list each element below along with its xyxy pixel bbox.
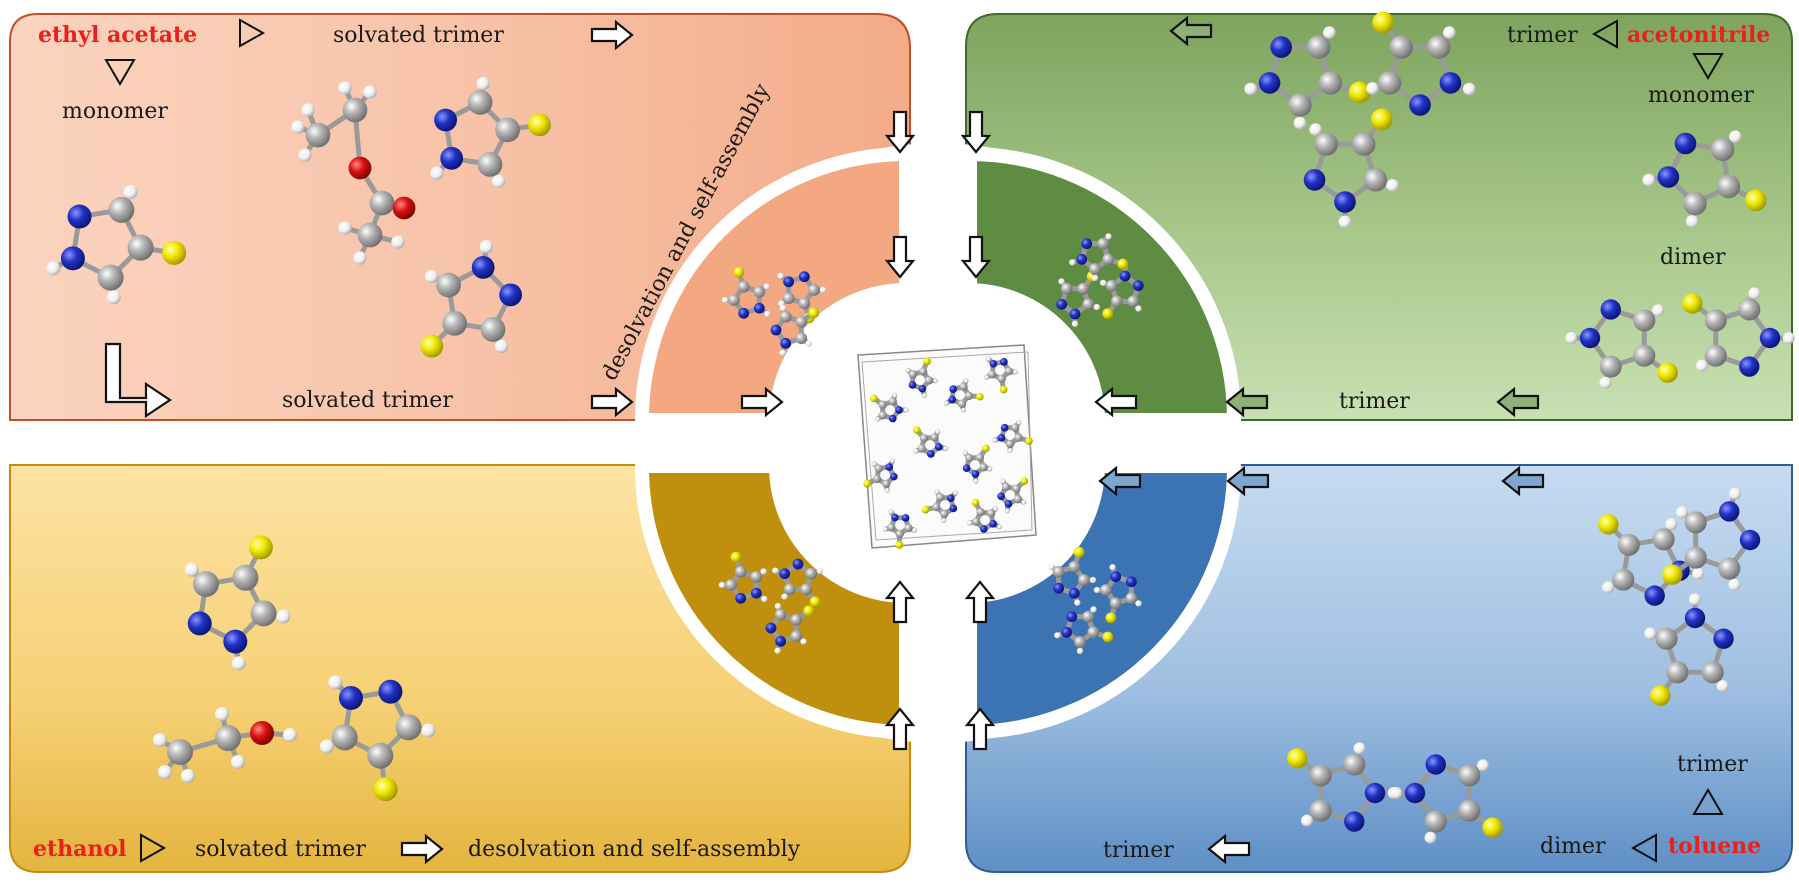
label-solvated-trimer: solvated trimer (195, 837, 366, 862)
arrow-down (884, 235, 916, 279)
dimer-tol-1 (1287, 742, 1400, 832)
ring-ethyl-bottom (420, 240, 522, 358)
triangle-left-acetonitrile (1591, 19, 1618, 49)
crystal-molecule (967, 498, 1003, 533)
ring-tol-3 (1644, 593, 1734, 706)
solvent-ethyl-acetate: ethyl acetate (38, 22, 197, 48)
ring-tol-2 (1662, 487, 1761, 591)
sector-yellow-ring-1 (718, 551, 768, 604)
process-arrows (104, 15, 1545, 865)
ring-sector-green (963, 147, 1242, 427)
crystal-molecule (863, 458, 898, 493)
triangle-down-acetonitrile (1692, 53, 1724, 80)
arrow-up (964, 707, 996, 751)
ethanol-molecule (153, 707, 297, 783)
ring-acn-2 (1366, 11, 1476, 116)
ethyl-acetate-molecule (291, 81, 416, 265)
arrow-left (1207, 833, 1251, 865)
sector-orange-ring-3 (770, 304, 820, 356)
label-trimer-bottom: trimer (1339, 389, 1410, 414)
dimer-acn-1 (1565, 299, 1678, 389)
sector-green-ring-1 (1056, 270, 1101, 328)
ethanol-labels: ethanol solvated trimer desolvation and … (33, 836, 801, 862)
crystal-molecule (905, 357, 938, 398)
toluene-labels: trimer dimer toluene trimer (1103, 752, 1761, 863)
dimer-acn-2 (1682, 287, 1795, 377)
arrow-right (400, 833, 444, 865)
crystal-molecule (943, 378, 984, 413)
arrow-down (884, 110, 916, 154)
crystal-molecule (962, 444, 993, 484)
sector-blue-ring-3 (1054, 606, 1114, 655)
label-trimer-top: trimer (1507, 23, 1578, 48)
dimer-tol-2 (1390, 754, 1503, 844)
arrow-down (960, 235, 992, 279)
sector-yellow-ring-3 (765, 602, 815, 654)
triangle-right-ethyl (239, 18, 266, 48)
triangle-left-toluene (1630, 833, 1657, 863)
ring-ethyl-top (430, 76, 551, 188)
monomer-acetonitrile (1642, 130, 1767, 228)
label-trimer-bottom-left: trimer (1103, 838, 1174, 863)
arrow-up (964, 580, 996, 624)
triangle-down-ethyl (104, 59, 136, 86)
ring-acn-3 (1303, 108, 1399, 229)
ring-sector-blue (963, 459, 1242, 739)
crystal-molecule (921, 489, 958, 523)
triangle-markers (104, 18, 1724, 863)
acetonitrile-labels: trimer acetonitrile monomer dimer trimer (1339, 22, 1770, 414)
ring-ethanol-1 (184, 535, 291, 671)
arrow-right (590, 19, 634, 51)
label-desolvation: desolvation and self-assembly (468, 837, 801, 862)
crystal-molecule (882, 509, 917, 549)
label-dimer-bottom: dimer (1540, 834, 1606, 859)
molecular-models (46, 11, 1795, 844)
label-dimer: dimer (1660, 245, 1726, 270)
label-solvated-trimer-top: solvated trimer (333, 23, 504, 48)
sector-orange-ring-1 (721, 266, 771, 319)
crystal-molecule (983, 356, 1018, 394)
arrow-bent (104, 342, 172, 419)
ring-sector-orange (634, 147, 913, 427)
sector-blue-ring-2 (1093, 564, 1142, 624)
arrow-left (1169, 15, 1213, 47)
crystal-packing-unit-cell (857, 344, 1037, 549)
crystal-molecule (992, 419, 1033, 453)
arrow-right (590, 386, 634, 418)
arrow-left (1098, 465, 1142, 497)
arrow-left (1225, 386, 1269, 418)
ring-sector-yellow (634, 459, 913, 739)
label-solvated-trimer-bottom: solvated trimer (282, 388, 453, 413)
arrow-left (1496, 386, 1540, 418)
sector-yellow-ring-2 (772, 558, 824, 608)
ring-tol-1 (1598, 514, 1705, 606)
crystal-molecule (913, 426, 949, 458)
arrow-up (884, 580, 916, 624)
label-monomer-right: monomer (1648, 83, 1754, 108)
solvent-acetonitrile: acetonitrile (1627, 22, 1770, 48)
label-monomer: monomer (62, 99, 168, 124)
ring-ethanol-2 (319, 675, 436, 802)
triangle-up-toluene (1692, 788, 1724, 815)
arrow-down (960, 110, 992, 154)
sector-green-ring-2 (1099, 262, 1144, 320)
arrow-left (1094, 386, 1138, 418)
arrow-left (1226, 465, 1270, 497)
sector-green-ring-3 (1069, 233, 1129, 282)
triangle-right-ethanol (140, 833, 167, 863)
solvent-ethanol: ethanol (33, 836, 126, 862)
solvent-toluene: toluene (1668, 833, 1761, 859)
arrow-left (1501, 465, 1545, 497)
sector-blue-ring-1 (1048, 546, 1097, 606)
ring-acn-1 (1244, 26, 1371, 130)
arrow-up (884, 707, 916, 751)
monomer-ethyl-acetate (46, 185, 187, 305)
arrow-right (740, 386, 784, 418)
crystal-molecule (870, 392, 909, 423)
crystal-molecule (997, 477, 1029, 514)
label-trimer-right: trimer (1677, 752, 1748, 777)
